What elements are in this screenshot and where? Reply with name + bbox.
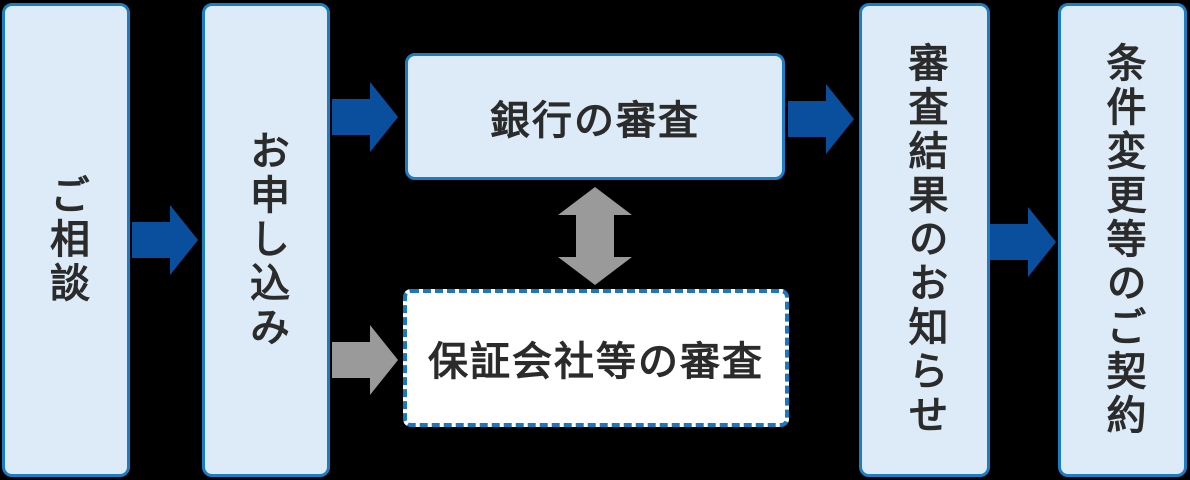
step-label-screening-result-notice: 審査結果のお知らせ bbox=[901, 42, 948, 438]
step-box-condition-change-contract: 条件変更等のご契約 bbox=[1058, 3, 1187, 477]
right-arrow-icon bbox=[332, 325, 398, 395]
right-arrow-icon bbox=[788, 84, 854, 154]
step-label-application: お申し込み bbox=[243, 130, 289, 350]
step-box-guarantee-company-screening: 保証会社等の審査 bbox=[403, 289, 789, 427]
step-box-application: お申し込み bbox=[202, 3, 330, 477]
step-box-bank-screening: 銀行の審査 bbox=[405, 53, 785, 180]
right-arrow-icon bbox=[990, 207, 1056, 277]
step-label-condition-change-contract: 条件変更等のご契約 bbox=[1099, 42, 1146, 438]
step-box-screening-result-notice: 審査結果のお知らせ bbox=[859, 3, 990, 477]
step-box-consultation: ご相談 bbox=[2, 3, 130, 477]
step-label-bank-screening: 銀行の審査 bbox=[490, 97, 700, 144]
step-label-guarantee-company-screening: 保証会社等の審査 bbox=[428, 339, 764, 385]
right-arrow-icon bbox=[332, 82, 398, 152]
right-arrow-icon bbox=[132, 205, 198, 275]
step-label-consultation: ご相談 bbox=[43, 174, 89, 306]
vertical-double-arrow-icon bbox=[558, 187, 632, 285]
